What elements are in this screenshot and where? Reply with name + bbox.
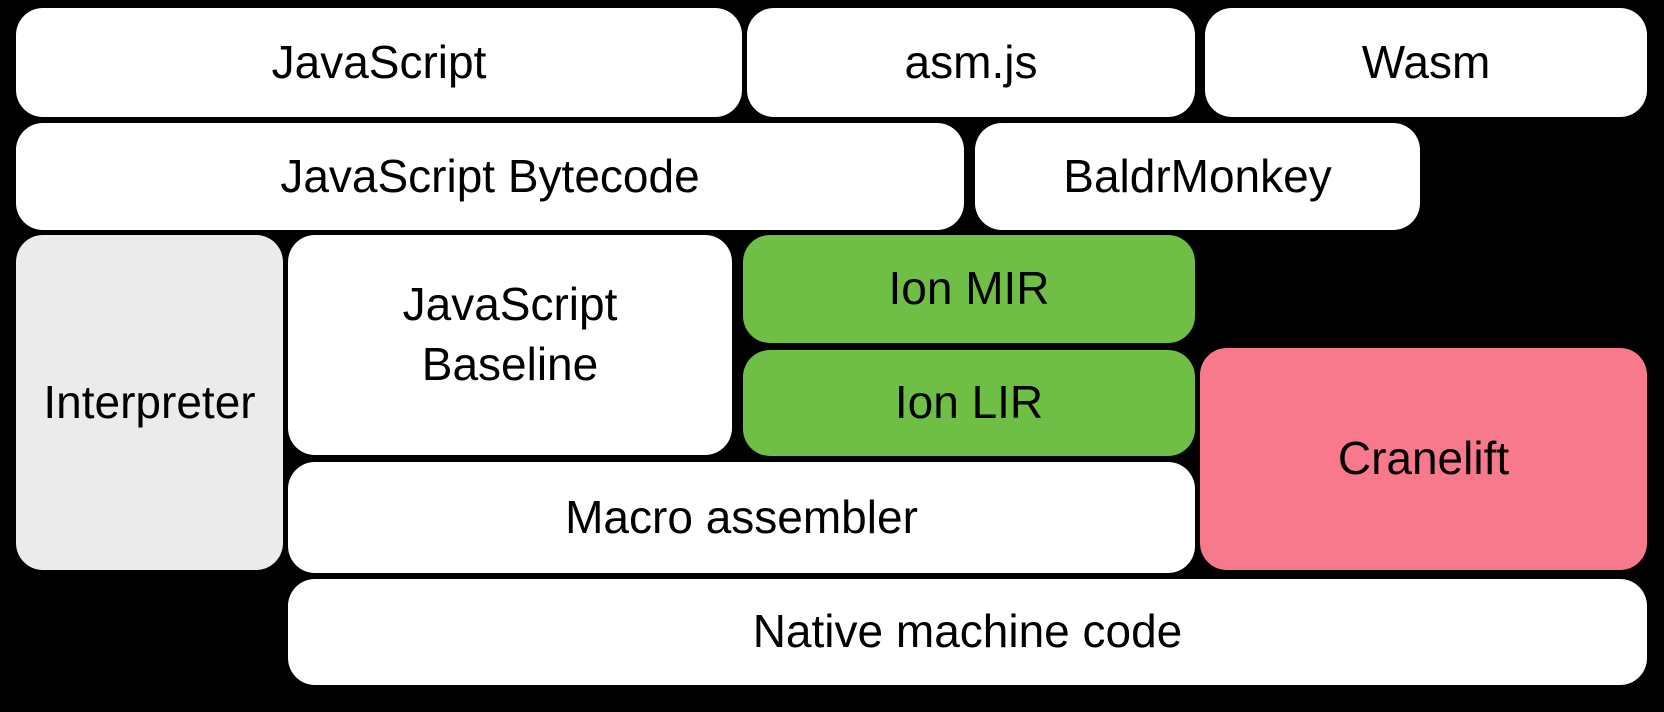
box-javascript: JavaScript: [16, 8, 742, 117]
box-ion-lir: Ion LIR: [743, 350, 1195, 456]
box-interpreter: Interpreter: [16, 235, 283, 570]
box-macro-assembler: Macro assembler: [288, 462, 1195, 573]
box-javascript-baseline: JavaScript Baseline: [288, 235, 732, 455]
box-javascript-bytecode: JavaScript Bytecode: [16, 123, 964, 230]
box-baldrmonkey: BaldrMonkey: [975, 123, 1420, 230]
box-asmjs: asm.js: [747, 8, 1195, 117]
box-native-machine-code: Native machine code: [288, 579, 1647, 685]
box-wasm: Wasm: [1205, 8, 1647, 117]
box-cranelift: Cranelift: [1200, 348, 1647, 570]
box-ion-mir: Ion MIR: [743, 235, 1195, 343]
